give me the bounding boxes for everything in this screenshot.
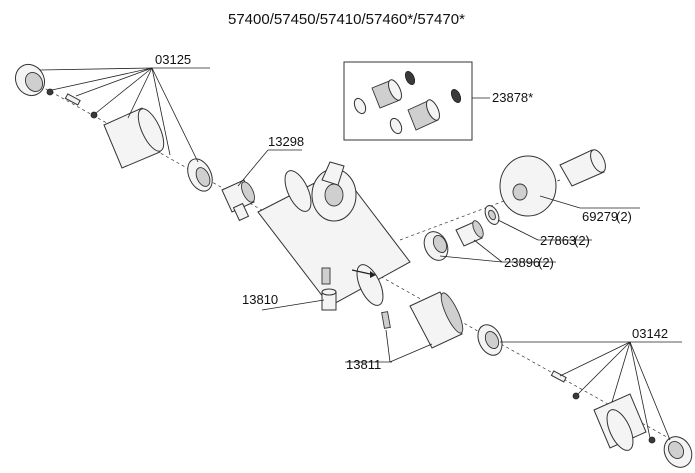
leader-13811 (385, 329, 391, 363)
right-screw (648, 436, 656, 444)
inlet-axis (399, 179, 561, 241)
left-screw (46, 88, 54, 96)
wall-rosette (499, 155, 557, 217)
left-handle-group (14, 63, 213, 192)
label-27863: 27863 (540, 233, 576, 248)
leader-69279 (539, 195, 581, 209)
left-nut-inner (195, 167, 211, 187)
label-23878: 23878* (492, 90, 533, 105)
label-13811: 13811 (346, 357, 381, 372)
label-13810: 13810 (242, 292, 278, 307)
left-washer (90, 111, 98, 119)
right-handle-group (477, 324, 693, 468)
thermo-cartridge (221, 179, 255, 222)
left-sleeve-end (137, 108, 165, 152)
part-13810 (321, 288, 337, 311)
leader-27863 (497, 219, 539, 241)
leader-13810 (261, 299, 325, 311)
label-03142: 03142 (632, 326, 668, 341)
inset-box (343, 61, 473, 141)
label-69279: 69279 (582, 209, 618, 224)
leader-03142 (500, 341, 682, 441)
left-pin (64, 93, 81, 106)
label-69279-qty: (2) (616, 209, 632, 224)
label-27863-qty: (2) (574, 233, 590, 248)
leader-23896 (439, 255, 503, 263)
inlet-parts (423, 149, 606, 261)
label-23896: 23896 (504, 255, 540, 270)
mixer-body (257, 161, 411, 307)
diagram-title: 57400/57450/57410/57460*/57470* (228, 11, 465, 28)
label-13298: 13298 (268, 134, 304, 149)
leader-13298 (237, 149, 269, 187)
right-washer (572, 392, 580, 400)
inset-parts (353, 71, 462, 135)
right-pin (550, 370, 567, 383)
label-23896-qty: (2) (538, 255, 554, 270)
left-handle-cap-inner (25, 72, 43, 92)
label-03125: 03125 (155, 52, 191, 67)
part-13811 (381, 291, 464, 349)
leader-03125 (39, 67, 210, 163)
